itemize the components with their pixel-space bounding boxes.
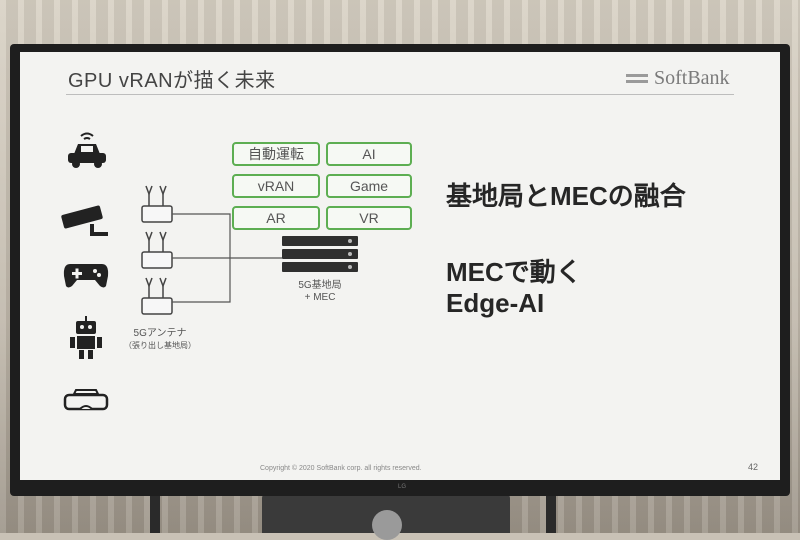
- slide-title: GPU vRANが描く未来: [68, 70, 276, 92]
- brand-name: SoftBank: [654, 66, 730, 89]
- box-autonomous-driving: 自動運転: [232, 142, 320, 166]
- connector-lines: [172, 213, 282, 303]
- antenna-3-icon: [141, 277, 173, 315]
- title-divider: [66, 94, 734, 95]
- antenna-caption-line1: 5Gアンテナ: [133, 328, 187, 339]
- antenna-caption-line2: （張り出し基地局）: [124, 341, 196, 350]
- antenna-1-icon: [141, 185, 173, 223]
- box-ar: AR: [232, 206, 320, 230]
- heading-mec-line1: MECで動く: [446, 257, 582, 287]
- box-game: Game: [326, 174, 412, 198]
- slide: GPU vRANが描く未来 SoftBank: [20, 52, 780, 480]
- softbank-logo: SoftBank: [626, 66, 730, 90]
- server-caption: 5G基地局 + MEC: [282, 280, 358, 304]
- box-ai: AI: [326, 142, 412, 166]
- antenna-2-icon: [141, 231, 173, 269]
- robot-icon: [70, 316, 102, 359]
- box-vr: VR: [326, 206, 412, 230]
- stand-knob: [372, 510, 402, 540]
- antenna-caption: 5Gアンテナ （張り出し基地局）: [112, 328, 208, 352]
- heading-fusion: 基地局とMECの融合: [446, 181, 686, 211]
- security-camera-icon: [61, 205, 108, 236]
- vr-headset-icon: [63, 389, 109, 411]
- copyright: Copyright © 2020 SoftBank corp. all righ…: [260, 465, 422, 472]
- blind-pole-left: [150, 496, 160, 533]
- box-vran: vRAN: [232, 174, 320, 198]
- blind-pole-right: [546, 496, 556, 533]
- car-icon: [68, 132, 106, 168]
- page-number: 42: [747, 462, 758, 472]
- server-caption-line2: + MEC: [304, 292, 336, 303]
- game-controller-icon: [63, 264, 109, 288]
- tv-logo: LG: [398, 484, 407, 490]
- server-caption-line1: 5G基地局: [298, 280, 342, 291]
- heading-mec-line2: Edge-AI: [446, 288, 545, 318]
- server-stack-icon: [282, 236, 358, 275]
- softbank-mark-icon: [626, 73, 648, 83]
